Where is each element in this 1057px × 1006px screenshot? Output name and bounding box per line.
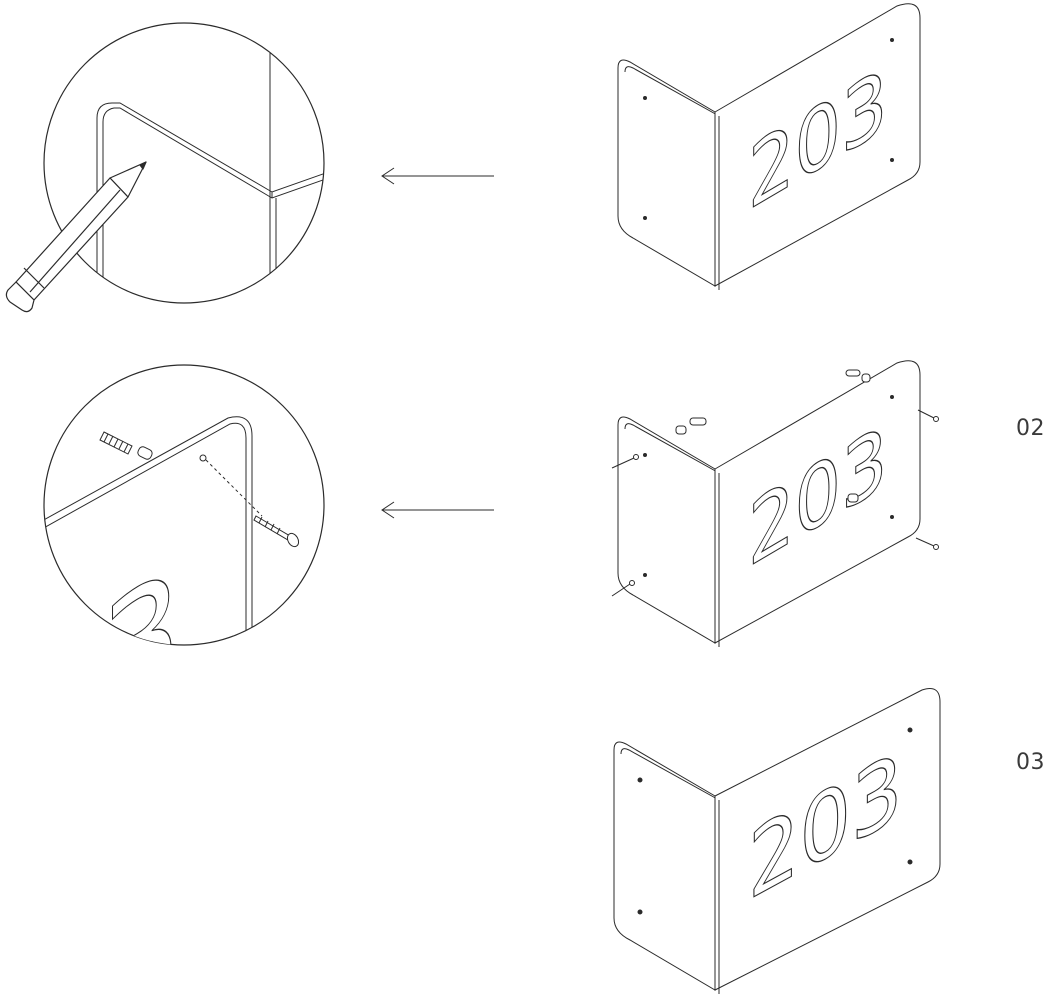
- wall-plug-icon: [675, 369, 871, 503]
- pencil-icon: [5, 161, 147, 313]
- screw-icon: [253, 515, 300, 548]
- house-number-sign-icon: 203: [613, 688, 941, 994]
- step-number-02: 02: [1016, 416, 1045, 441]
- house-number-sign-icon: 203: [617, 360, 921, 647]
- arrow-left-icon: [381, 501, 494, 519]
- house-number-sign-icon: 203: [617, 3, 921, 290]
- detail-circle-marking: [5, 22, 325, 313]
- step-number-03: 03: [1016, 750, 1045, 775]
- detail-circle-mounting: 3: [43, 364, 325, 646]
- wall-plug-icon: [99, 431, 153, 460]
- screw-icon: [611, 409, 939, 597]
- arrow-left-icon: [381, 167, 494, 185]
